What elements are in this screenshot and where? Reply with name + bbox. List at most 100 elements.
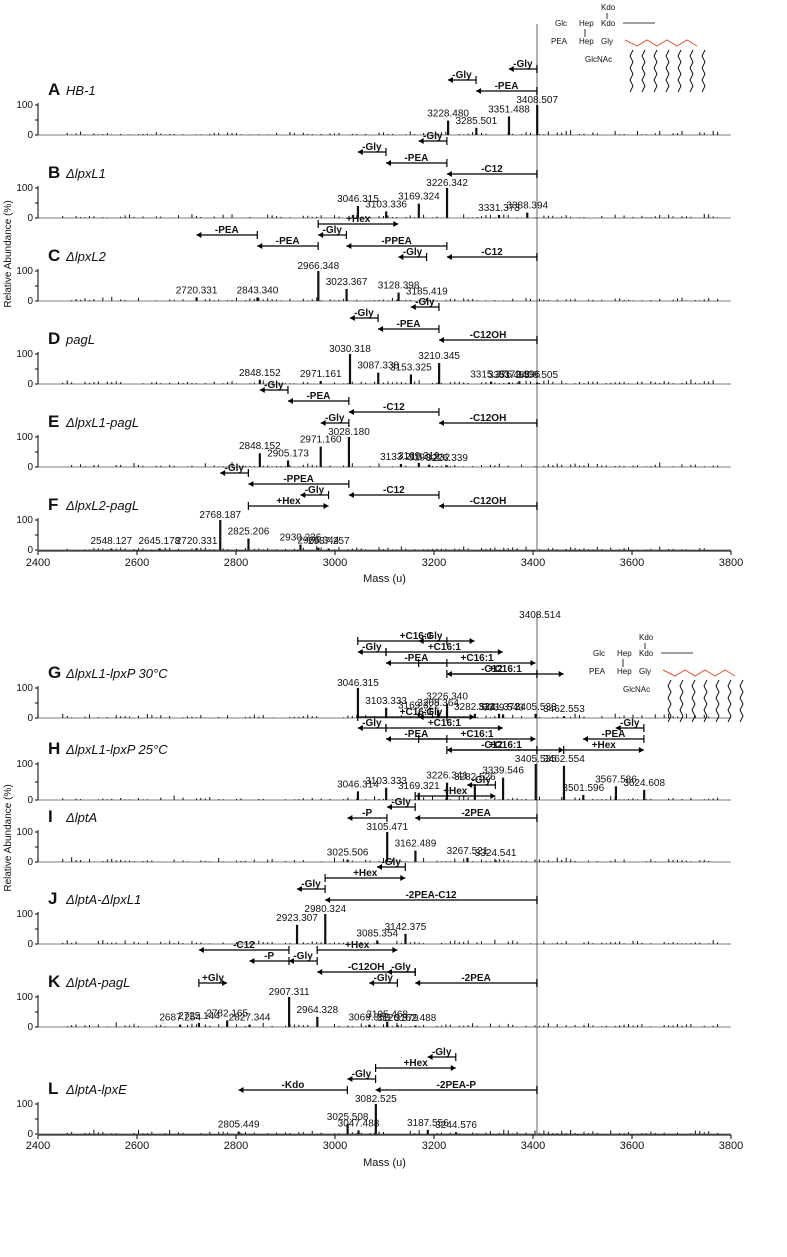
structure-sugar-label: Kdo [639,633,654,642]
peak-mass-label: 2687.254 [159,1013,201,1024]
structure-acyl-chain [691,679,696,723]
structure-callout-mass: 3408.514 [519,610,561,621]
annotation-label: -2PEA-C12 [405,890,457,901]
panel-letter: J [48,889,57,908]
annotation-label: +Gly [202,973,224,984]
y-tick-label: 100 [16,909,33,920]
structure-sugar-label: PEA [551,37,568,46]
annotation-arrowhead [348,409,354,415]
annotation-label: -Gly [362,718,382,729]
peak-mass-label: 3162.489 [395,839,437,850]
annotation-label: +Hex [353,868,378,879]
peak-mass-label: 2848.152 [239,368,281,379]
x-axis-title: Mass (u) [363,573,406,585]
annotation-label: +C16:1 [428,642,462,653]
y-axis-title: Relative Abundance (%) [3,784,14,891]
structure-sugar-label: GlcNAc [585,55,612,64]
annotation-label: -C12 [481,164,503,175]
structure-sugar-label: Glc [555,19,567,28]
peak-mass-label: 3025.506 [327,848,369,859]
y-tick-label: 0 [27,545,33,556]
y-tick-label: 0 [27,713,33,724]
annotation-arrowhead [357,149,363,155]
annotation-arrowhead [392,947,398,953]
peak-mass-label: 3069.359 [348,1013,390,1024]
peak-mass-label: 2848.152 [239,441,281,452]
annotation-arrowhead [198,947,204,953]
annotation-label: -Gly [354,308,374,319]
annotation-arrowhead [467,782,473,788]
annotation-arrowhead [450,1065,456,1071]
structure-acyl-chain [715,679,720,723]
annotation-arrowhead [427,1054,433,1060]
annotation-arrowhead [446,171,452,177]
annotation-arrowhead [323,503,329,509]
y-tick-label: 100 [16,183,33,194]
annotation-label: -Gly [403,247,423,258]
y-tick-label: 100 [16,1099,33,1110]
peak-mass-label: 3405.535 [515,754,557,765]
peak-mass-label: 3285.501 [455,116,497,127]
peak-mass-label: 3351.485 [488,370,530,381]
annotation-label: -Gly [415,297,435,308]
structure-acyl-chain [629,49,634,93]
annotation-label: -Gly [432,1047,452,1058]
peak-mass-label: 3085.354 [356,928,398,939]
annotation-arrowhead [438,337,444,343]
annotation-label: +Hex [345,940,370,951]
peak-mass-label: 3267.521 [447,846,489,857]
annotation-arrowhead [415,980,421,986]
peak-mass-label: 3153.325 [390,362,432,373]
peak-mass-label: 2725.144 [178,1011,220,1022]
peak-mass-label: 3624.608 [623,778,665,789]
panel-strain-name: ΔlpxL1-pagL [65,415,139,430]
annotation-arrowhead [385,160,391,166]
annotation-label: -Gly [264,380,284,391]
annotation-arrowhead [300,492,306,498]
panel-letter: B [48,163,60,182]
annotation-arrowhead [385,660,391,666]
annotation-label: -PEA [306,391,330,402]
annotation-label: +C16:1 [428,718,462,729]
structure-acyl-chain [641,49,646,93]
structure-acyl-chain [739,679,744,723]
annotation-label: -PPEA [381,236,412,247]
annotation-arrowhead [476,88,482,94]
annotation-label: +Hex [346,214,371,225]
panel-strain-name: ΔlpxL1-lpxP 30°C [65,666,168,681]
annotation-arrowhead [238,1087,244,1093]
y-tick-label: 0 [27,1022,33,1033]
annotation-label: +C16:1 [489,664,523,675]
annotation-arrowhead [393,221,399,227]
structure-acyl-chain [665,49,670,93]
peak-mass-label: 3046.315 [337,194,379,205]
peak-mass-label: 3208.364 [417,698,459,709]
y-tick-label: 0 [27,130,33,141]
peak-mass-label: 3282.526 [454,772,496,783]
annotation-arrowhead [508,66,514,72]
structure-sugar-label: GlcNAc [623,685,650,694]
annotation-arrowhead [469,638,475,644]
peak-mass-label: 3226.339 [426,453,468,464]
peak-mass-label: 2905.173 [267,448,309,459]
peak-mass-label: 3501.596 [562,783,604,794]
peak-mass-label: 3567.586 [595,774,637,785]
peak-mass-label: 3142.375 [385,922,427,933]
panel-letter: D [48,329,60,348]
peak-mass-label: 3405.533 [515,702,557,713]
annotation-arrowhead [398,254,404,260]
annotation-label: -PPEA [283,474,314,485]
structure-acyl-chain [667,679,672,723]
peak-mass-label: 3103.333 [365,776,407,787]
annotation-label: -Gly [423,707,443,718]
annotation-arrowhead [615,725,621,731]
annotation-label: -Gly [513,59,533,70]
annotation-arrowhead [497,725,503,731]
peak-mass-label: 3339.543 [482,702,524,713]
